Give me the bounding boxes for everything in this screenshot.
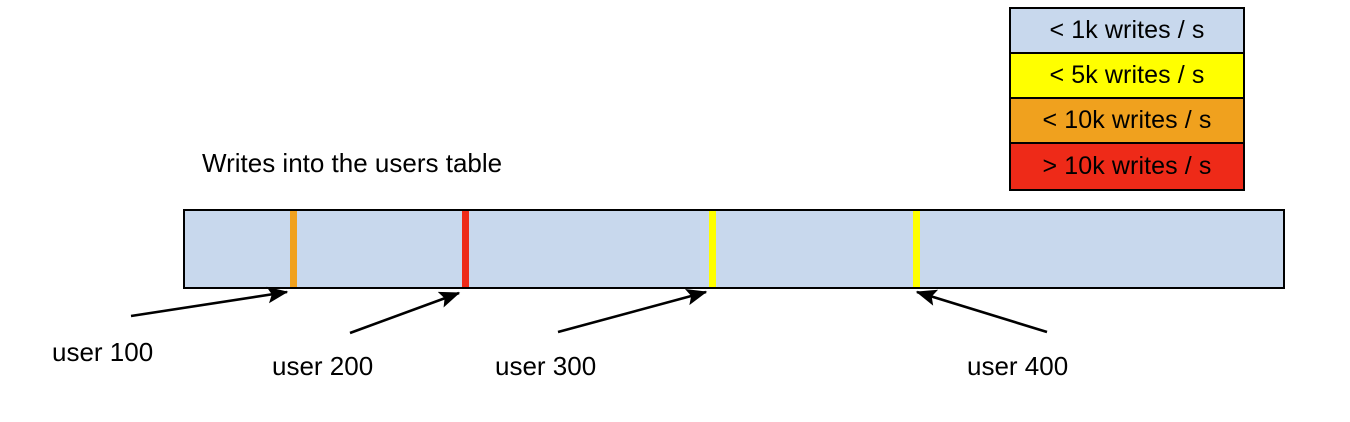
legend: < 1k writes / s < 5k writes / s < 10k wr…	[1009, 7, 1245, 191]
legend-label-3: < 10k writes / s	[1042, 106, 1212, 134]
arrow-user-100	[130, 286, 289, 318]
legend-row-3: < 10k writes / s	[1011, 99, 1243, 144]
partition-stripe-user-200	[462, 211, 469, 287]
diagram-title: Writes into the users table	[202, 148, 503, 178]
arrow-user-400	[915, 289, 1048, 334]
partition-stripe-user-400	[913, 211, 920, 287]
legend-row-4: > 10k writes / s	[1011, 144, 1243, 189]
label-user-200: user 200	[272, 351, 374, 381]
arrow-user-300	[557, 289, 708, 334]
partition-stripe-user-100	[290, 211, 297, 287]
users-table-bar	[183, 209, 1285, 289]
partition-stripe-user-300	[709, 211, 716, 287]
arrow-user-200	[349, 291, 461, 335]
label-user-100: user 100	[52, 337, 154, 367]
legend-label-2: < 5k writes / s	[1049, 61, 1205, 89]
label-user-300: user 300	[495, 351, 597, 381]
legend-label-1: < 1k writes / s	[1049, 16, 1205, 44]
legend-row-1: < 1k writes / s	[1011, 9, 1243, 54]
legend-label-4: > 10k writes / s	[1042, 152, 1212, 180]
label-user-400: user 400	[967, 351, 1069, 381]
legend-row-2: < 5k writes / s	[1011, 54, 1243, 99]
